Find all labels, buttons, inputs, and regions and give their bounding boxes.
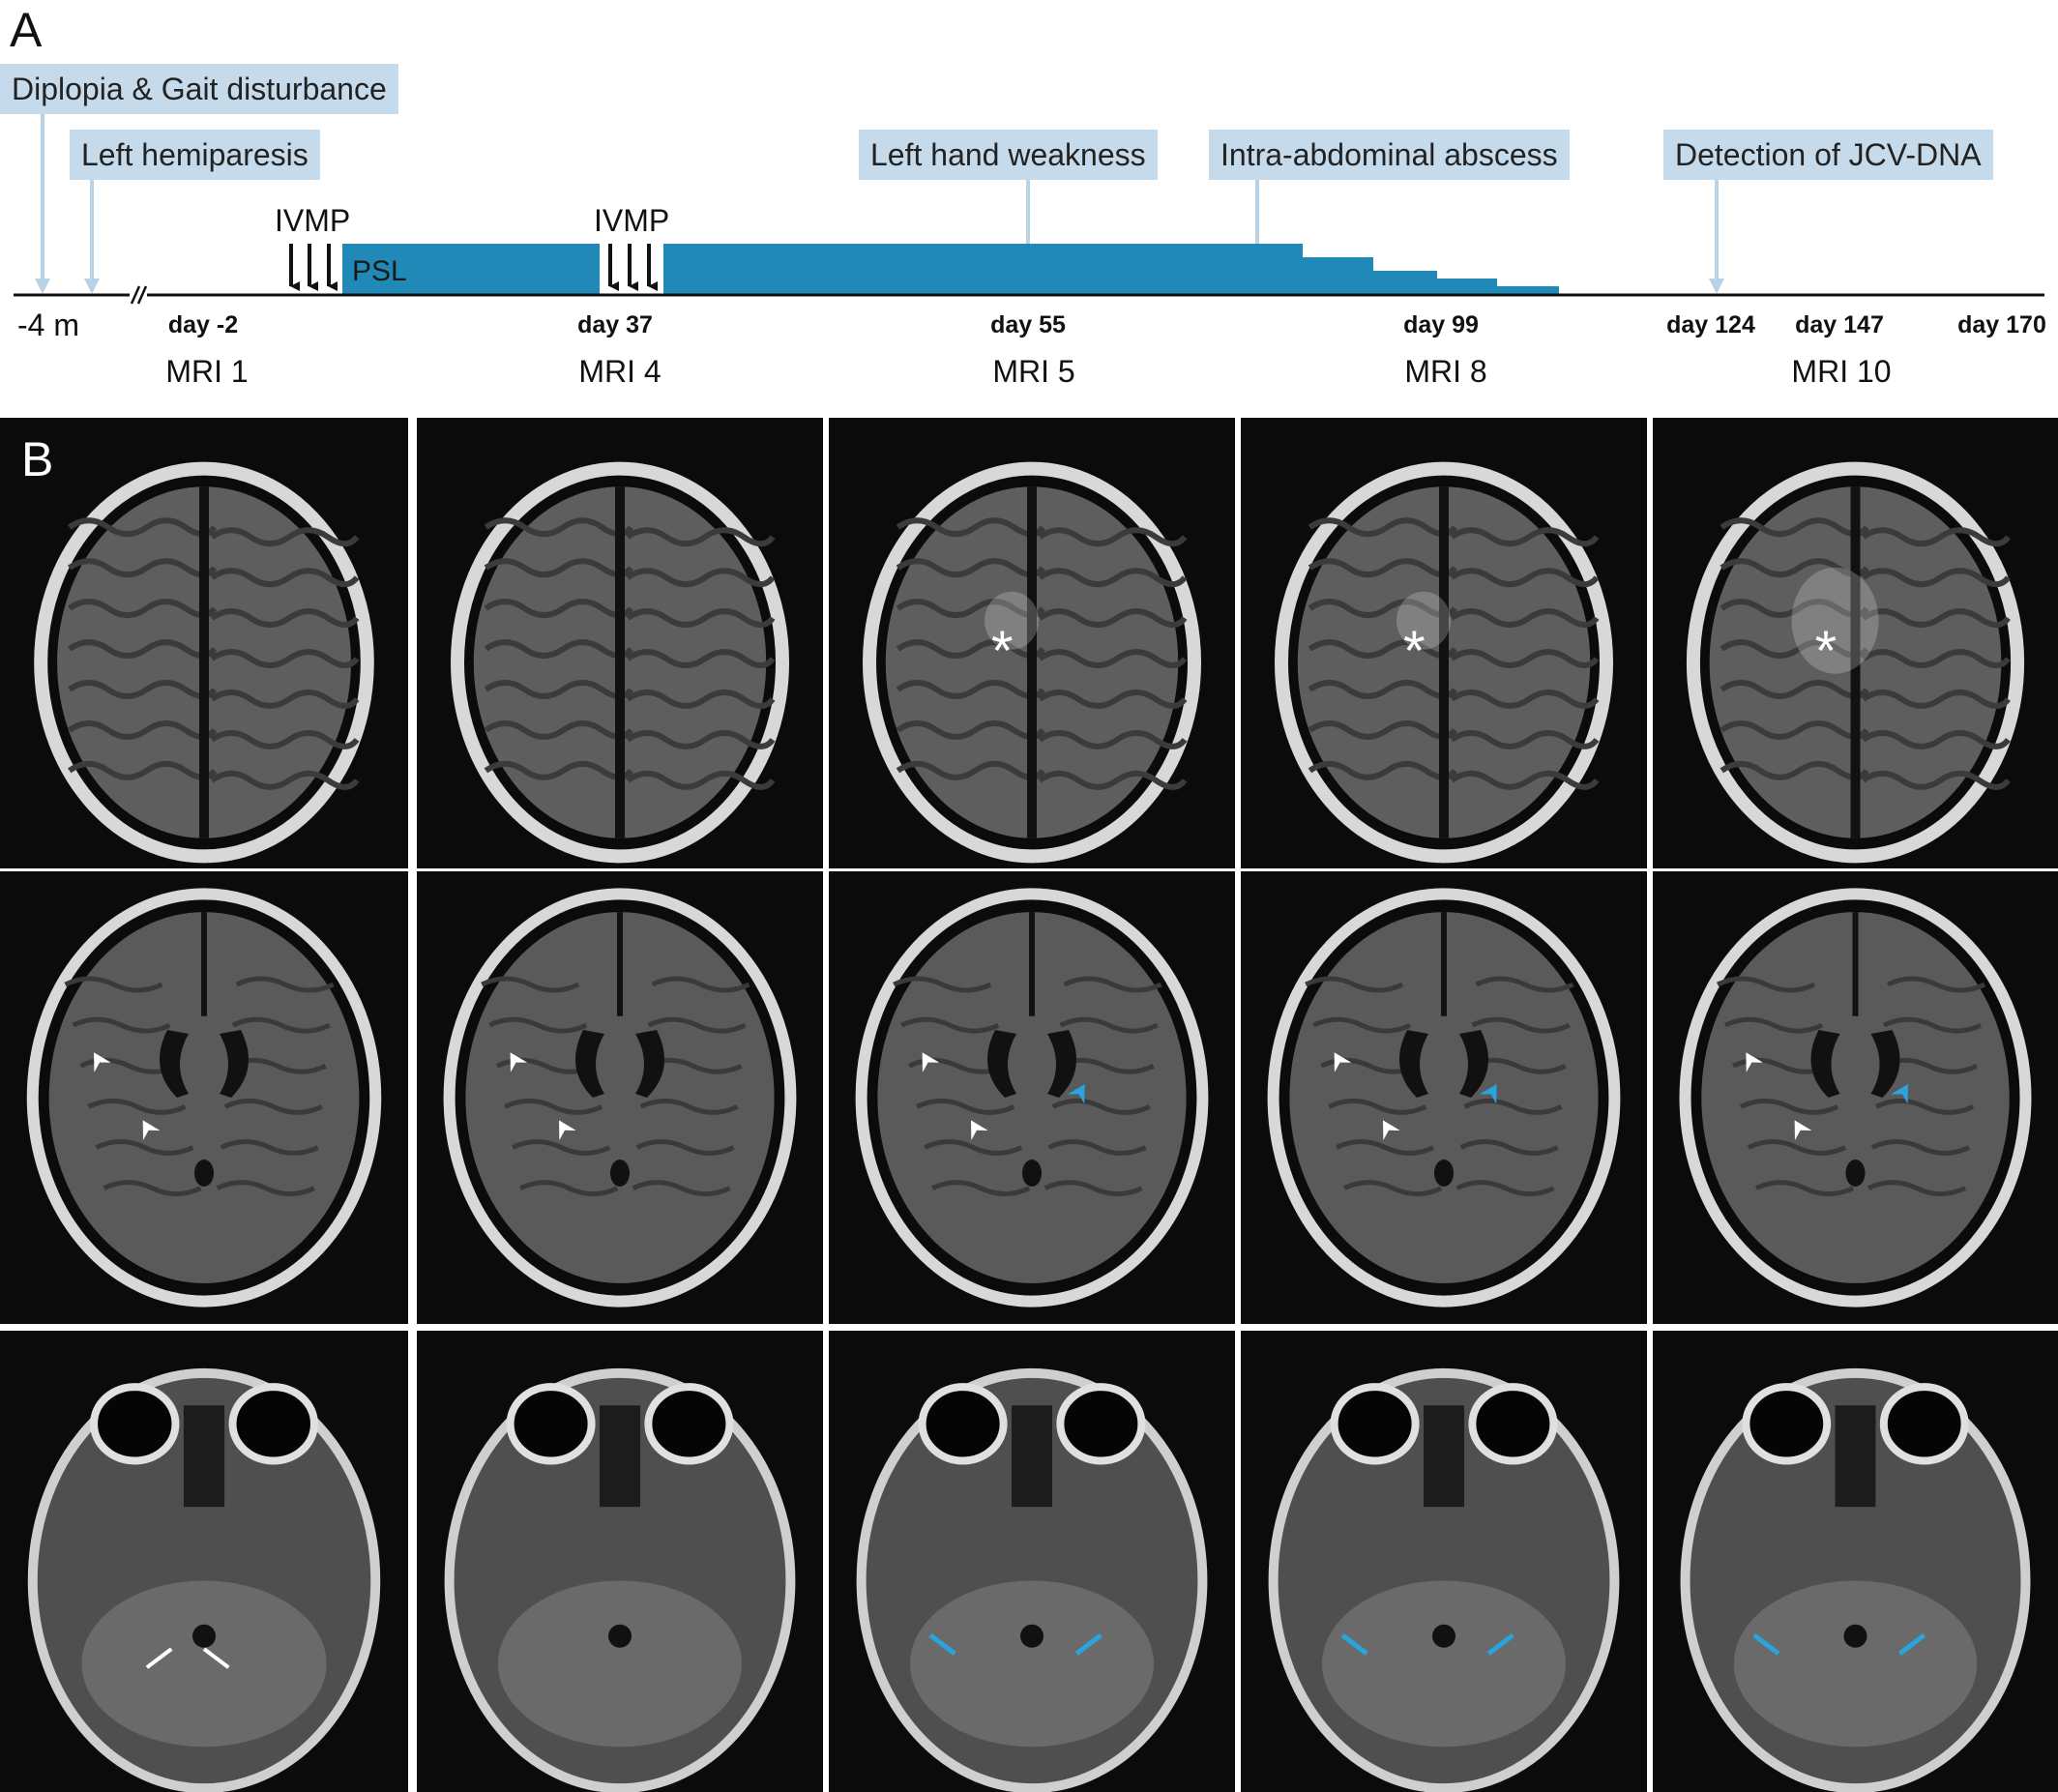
lesion-hyperintensity xyxy=(985,591,1039,650)
mri-label-8: MRI 8 xyxy=(1404,354,1487,389)
lesion-asterisk-marker: * xyxy=(991,620,1014,683)
mri-image-row2-col2 xyxy=(417,871,823,1324)
mri-image-row3-col2 xyxy=(417,1331,823,1792)
psl-treatment-bar xyxy=(342,244,1559,294)
tick-label-day-170: day 170 xyxy=(1957,311,2046,338)
timeline-graphic xyxy=(14,114,2044,305)
event-diplopia-gait: Diplopia & Gait disturbance xyxy=(0,64,398,114)
ivmp-arrows-1 xyxy=(289,244,338,291)
blue-arrow-markers xyxy=(1340,1632,1514,1656)
event-arrow-jcv-head xyxy=(1709,279,1724,294)
panel-a-letter: A xyxy=(10,3,43,57)
lesion-hyperintensity xyxy=(1396,591,1451,650)
mri-image-row1-col5: * xyxy=(1653,418,2058,868)
event-left-hemiparesis: Left hemiparesis xyxy=(70,130,320,180)
blue-arrowhead-marker xyxy=(1891,1083,1908,1104)
mri-image-row2-col1 xyxy=(0,871,408,1324)
mri-image-row2-col4 xyxy=(1241,871,1647,1324)
ivmp-label-2: IVMP xyxy=(594,203,670,238)
ivmp-arrows-2 xyxy=(608,244,658,291)
event-arrow-diplopia-head xyxy=(35,279,50,294)
tick-label-day-37: day 37 xyxy=(577,311,653,338)
tick-label-4m: -4 m xyxy=(17,308,79,342)
psl-label: PSL xyxy=(352,255,407,287)
mri-label-10: MRI 10 xyxy=(1791,354,1892,389)
mri-image-row2-col3 xyxy=(829,871,1235,1324)
white-arrowhead-markers xyxy=(922,1052,988,1140)
mri-image-row3-col4 xyxy=(1241,1331,1647,1792)
lesion-asterisk-marker: * xyxy=(1403,620,1426,683)
white-arrowhead-markers xyxy=(1334,1052,1400,1140)
tick-label-day-neg2: day -2 xyxy=(167,311,239,338)
white-arrowhead-markers xyxy=(94,1052,161,1140)
white-arrowhead-markers xyxy=(1746,1052,1812,1140)
mri-label-4: MRI 4 xyxy=(578,354,662,389)
tick-label-day-99: day 99 xyxy=(1403,311,1479,338)
event-arrow-hemiparesis-head xyxy=(84,279,100,294)
mri-label-5: MRI 5 xyxy=(992,354,1075,389)
blue-arrowhead-marker xyxy=(1479,1083,1497,1104)
event-intra-abdominal-abscess: Intra-abdominal abscess xyxy=(1209,130,1570,180)
panel-b-letter: B xyxy=(21,432,54,486)
axis-break-2 xyxy=(136,285,148,305)
blue-arrowhead-marker xyxy=(1067,1083,1085,1104)
axis-break-1 xyxy=(130,285,141,305)
mri-image-row3-col5 xyxy=(1653,1331,2058,1792)
mri-image-row1-col1 xyxy=(0,418,408,868)
tick-label-day-147: day 147 xyxy=(1795,311,1884,338)
lesion-hyperintensity xyxy=(1791,567,1879,674)
white-arrow-markers xyxy=(145,1647,230,1669)
mri-image-row3-col1 xyxy=(0,1331,408,1792)
tick-label-day-124: day 124 xyxy=(1666,311,1755,338)
ivmp-label-1: IVMP xyxy=(275,203,351,238)
tick-label-day-55: day 55 xyxy=(990,311,1066,338)
mri-label-1: MRI 1 xyxy=(165,354,249,389)
white-arrowhead-markers xyxy=(510,1052,576,1140)
event-jcv-dna: Detection of JCV-DNA xyxy=(1663,130,1993,180)
mri-image-row1-col2 xyxy=(417,418,823,868)
blue-arrow-markers xyxy=(1752,1632,1926,1656)
lesion-asterisk-marker: * xyxy=(1815,620,1838,683)
mri-image-row1-col3: * xyxy=(829,418,1235,868)
blue-arrow-markers xyxy=(928,1632,1102,1656)
event-left-hand-weakness: Left hand weakness xyxy=(859,130,1158,180)
mri-image-row3-col3 xyxy=(829,1331,1235,1792)
mri-image-row1-col4: * xyxy=(1241,418,1647,868)
mri-image-row2-col5 xyxy=(1653,871,2058,1324)
